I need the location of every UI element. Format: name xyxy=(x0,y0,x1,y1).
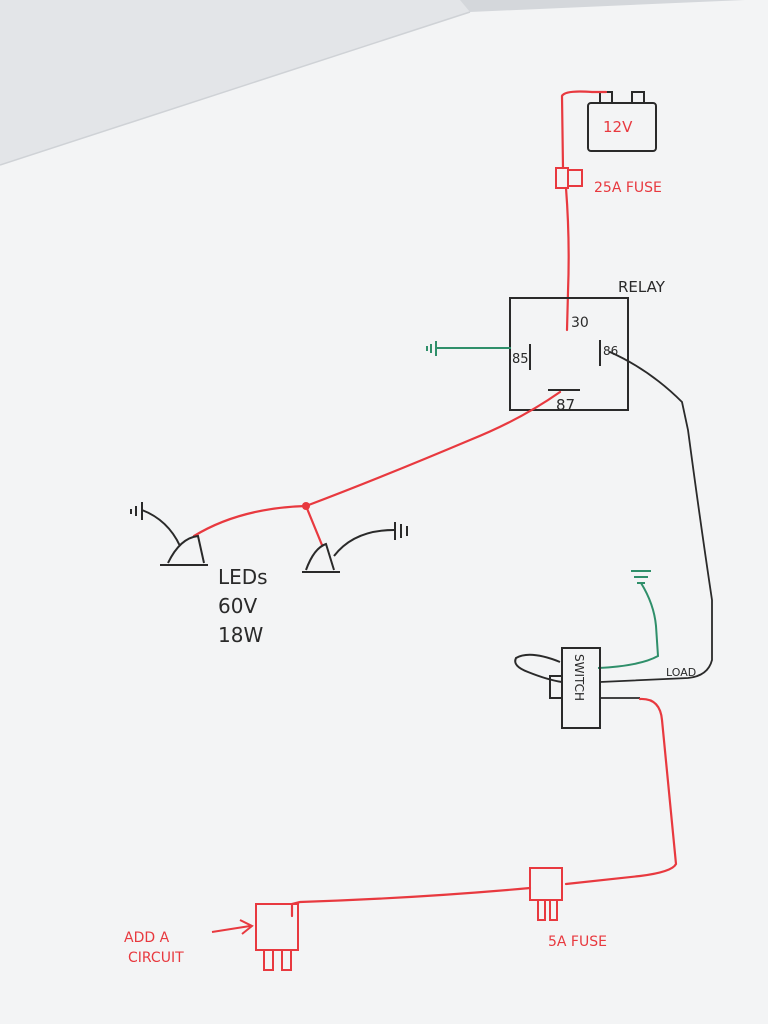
led-1-ground xyxy=(130,502,181,547)
back-sheet xyxy=(0,0,470,165)
led-1 xyxy=(160,534,208,566)
main-fuse-label: 25A FUSE xyxy=(594,180,662,196)
wire-junction-to-led-1 xyxy=(192,504,308,538)
wire-5a-fuse-to-add-a-circuit xyxy=(290,886,532,918)
wire-junction-to-led-2 xyxy=(304,504,324,547)
led-2-ground xyxy=(333,522,408,557)
led-label-line-3: 18W xyxy=(218,623,263,647)
switch-load-label: LOAD xyxy=(666,666,696,679)
led-2 xyxy=(302,542,340,573)
switch-body xyxy=(561,647,601,729)
wire-switch-to-5a-fuse xyxy=(564,697,678,886)
switch-ground xyxy=(597,570,660,669)
wire-relay-87-to-leds xyxy=(304,390,562,508)
add-a-circuit-tap xyxy=(255,903,299,971)
wire-fuse-to-relay-30 xyxy=(564,186,570,332)
relay-pin-85: 85 xyxy=(512,352,529,367)
main-fuse xyxy=(555,167,583,189)
relay-ground xyxy=(426,341,511,356)
wire-relay-86-to-switch-load xyxy=(599,351,713,683)
wire-battery-positive xyxy=(560,90,608,170)
switch-fuse-label: 5A FUSE xyxy=(548,934,607,950)
add-a-circuit-arrow xyxy=(211,919,254,935)
add-a-circuit-label-line-1: ADD A xyxy=(124,930,170,946)
led-label-line-2: 60V xyxy=(218,594,257,618)
relay-body xyxy=(509,297,629,411)
battery xyxy=(587,91,657,152)
relay-title: RELAY xyxy=(618,278,666,296)
led-label-line-1: LEDs xyxy=(218,565,268,589)
switch-fuse xyxy=(529,867,563,921)
battery-label: 12V xyxy=(603,118,633,136)
relay-pin-86: 86 xyxy=(603,344,618,358)
relay-pin-87: 87 xyxy=(556,396,575,414)
relay-pin-30: 30 xyxy=(571,315,589,331)
add-a-circuit-label-line-2: CIRCUIT xyxy=(128,950,184,966)
switch-label: SWITCH xyxy=(572,654,586,701)
